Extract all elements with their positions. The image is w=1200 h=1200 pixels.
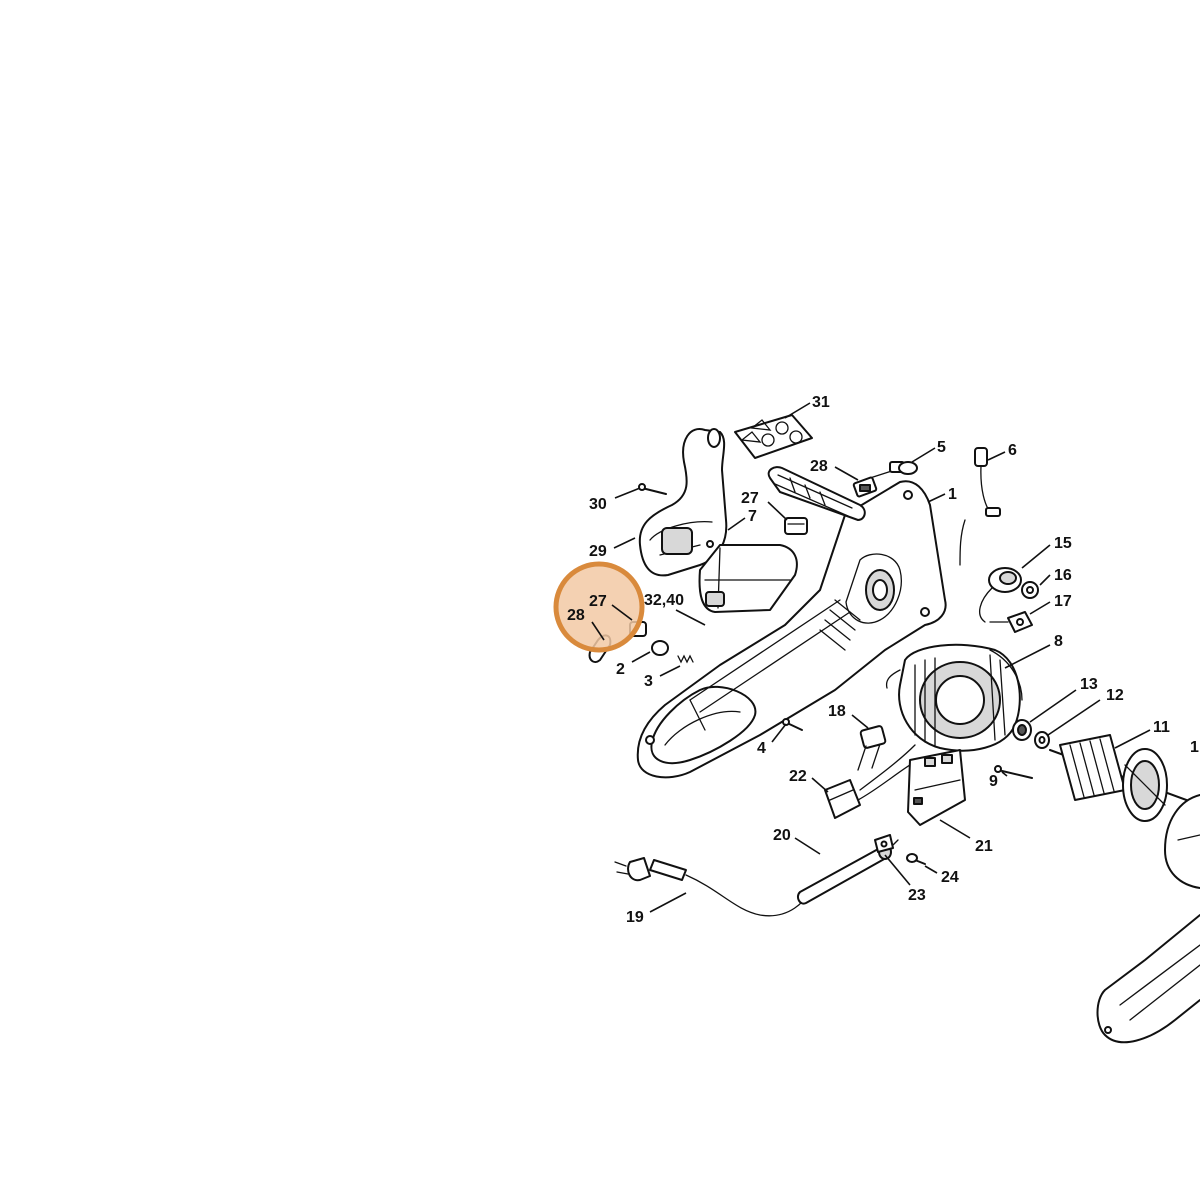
gear-housing-partial[interactable] [1096, 794, 1200, 1044]
motor-housing[interactable] [636, 466, 947, 779]
label-31: 31 [812, 394, 830, 411]
label-1-cut: 1 [1190, 739, 1199, 756]
label-8: 8 [1054, 633, 1063, 650]
bearing-13[interactable] [1012, 719, 1032, 741]
label-32-40: 32,40 [644, 592, 684, 609]
screw-24[interactable] [906, 853, 926, 865]
part-labels: 31 5 6 1 28 27 7 30 29 32,40 27 28 2 3 4… [567, 394, 1199, 926]
screw-9[interactable] [994, 765, 1033, 779]
label-5: 5 [937, 439, 946, 456]
label-17: 17 [1054, 593, 1072, 610]
label-2: 2 [616, 661, 625, 678]
label-15: 15 [1054, 535, 1072, 552]
power-cord-19[interactable] [614, 857, 813, 917]
label-12: 12 [1106, 687, 1124, 704]
label-30: 30 [589, 496, 607, 513]
label-28-upper: 28 [810, 458, 828, 475]
label-1: 1 [948, 486, 957, 503]
suppressor-22[interactable] [824, 744, 919, 819]
motor-cover[interactable] [698, 544, 798, 613]
label-22: 22 [789, 768, 807, 785]
cable-lead-6[interactable] [959, 447, 1001, 566]
terminal-17[interactable] [989, 611, 1033, 633]
capacitor-18[interactable] [857, 725, 887, 771]
label-16: 16 [1054, 567, 1072, 584]
stator-field-coil[interactable] [885, 643, 1023, 752]
label-18: 18 [828, 703, 846, 720]
label-11: 11 [1153, 719, 1170, 736]
brush-holder-28-upper[interactable] [852, 461, 905, 498]
label-9: 9 [989, 773, 998, 790]
rear-handle[interactable] [638, 428, 728, 577]
label-29: 29 [589, 543, 607, 560]
label-27-lower: 27 [589, 593, 607, 610]
warning-label-sheet[interactable] [734, 414, 813, 459]
screw-30[interactable] [638, 483, 667, 495]
label-21: 21 [975, 838, 993, 855]
label-19: 19 [626, 909, 644, 926]
cap-5[interactable] [898, 461, 918, 475]
clamp-23[interactable] [874, 834, 894, 853]
bushing-2[interactable] [651, 640, 669, 656]
label-4: 4 [757, 740, 766, 757]
label-13: 13 [1080, 676, 1098, 693]
label-24: 24 [941, 869, 959, 886]
armature-rotor[interactable] [1049, 734, 1200, 822]
label-3: 3 [644, 673, 653, 690]
switch-27-upper[interactable] [706, 517, 808, 548]
label-23: 23 [908, 887, 926, 904]
washer-12[interactable] [1034, 731, 1050, 749]
label-6: 6 [1008, 442, 1017, 459]
spring-3[interactable] [677, 654, 694, 664]
label-28-lower: 28 [567, 607, 585, 624]
label-27-upper: 27 [741, 490, 759, 507]
washer-16[interactable] [1021, 581, 1039, 599]
highlight-circle [553, 561, 645, 653]
thermal-switch-15[interactable] [979, 567, 1022, 623]
label-7: 7 [748, 508, 757, 525]
highlighted-leaders [591, 604, 633, 641]
label-20: 20 [773, 827, 791, 844]
switch-block-21[interactable] [907, 749, 966, 826]
